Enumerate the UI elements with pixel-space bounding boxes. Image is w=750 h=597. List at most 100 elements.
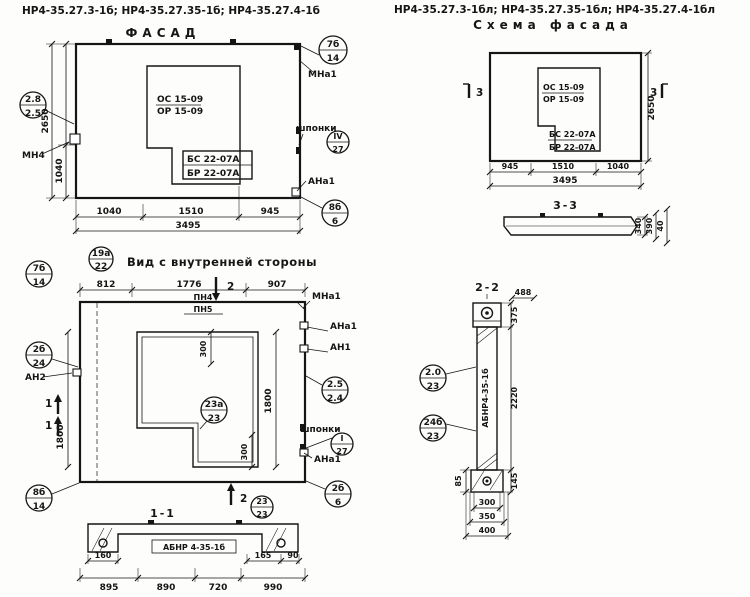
callout-pos: I (341, 434, 344, 443)
dim-label: 340 (634, 217, 643, 234)
callout-sheet: 14 (327, 54, 340, 64)
keys-label: шпонки (296, 124, 337, 134)
section-marker-label: 2 (227, 281, 234, 293)
part-label: БР 22-07А (549, 143, 596, 152)
callout-sheet: 22 (95, 262, 108, 272)
dim-label: 2650 (647, 95, 657, 120)
section-title: 1-1 (150, 507, 176, 520)
dim-label: 145 (510, 472, 519, 489)
callout-pos: 7б (327, 39, 340, 50)
section-2-2: 2-2 АБНР4-35-1б 488 375 2220 145 85 2.0 (419, 281, 538, 540)
section-marker-label: 3 (650, 87, 657, 99)
dim-label: 1510 (178, 207, 203, 217)
dim-label: 300 (240, 443, 249, 460)
loop-mark (598, 213, 603, 217)
callout-sheet: 2.5 (25, 109, 41, 119)
anchor-label: МНа1 (308, 70, 337, 80)
callout-pos: 2.5 (327, 380, 343, 390)
callout-sheet: 27 (332, 145, 343, 154)
section-marker-label: 2 (240, 493, 247, 505)
part-label: БС 22-07А (187, 155, 239, 165)
callout-pos: 23а (205, 400, 224, 410)
section-arrow (212, 293, 220, 301)
anchor-label: АН2 (25, 373, 46, 383)
anchor-label: МН4 (22, 151, 45, 161)
dim-label: 165 (255, 551, 272, 560)
inner-view-title: Вид с внутренней стороны (127, 255, 317, 269)
inner-view: 19а 22 Вид с внутренней стороны 7б 14 81… (25, 246, 357, 519)
dim-label: 1800 (264, 388, 274, 413)
dim-label: 890 (157, 583, 176, 593)
section-1-1: 1-1 АБНР 4-35-1б 160 165 90 895 890 720 … (76, 507, 309, 593)
inner-panel-outline (78, 300, 307, 484)
dim-label: 90 (287, 551, 299, 560)
lifting-loop-mark (230, 39, 236, 44)
anchor-label: АНа1 (314, 455, 341, 465)
element-head (472, 302, 502, 328)
callout-pos: 2.0 (425, 368, 441, 378)
callout-pos: 2б (33, 344, 46, 355)
section-marker-label: 1 (45, 420, 52, 432)
bar-mark (276, 538, 286, 548)
key-mark (300, 444, 304, 451)
callout-sheet: 14 (33, 278, 46, 288)
callout-sheet: 23 (256, 510, 267, 519)
part-label-box (151, 539, 237, 554)
key-mark (296, 147, 300, 154)
section-marker-label: 1 (45, 398, 52, 410)
bar-label: ПН5 (194, 305, 213, 314)
scheme-window-opening (537, 67, 601, 152)
loop-mark (540, 213, 545, 217)
anchor-mark (69, 133, 81, 145)
facade-title: ФАСАД (126, 26, 201, 40)
dim-label: 375 (510, 306, 519, 323)
section-3-3: 3-3 340 390 40 (503, 199, 671, 247)
callout-pos: 7б (33, 263, 46, 274)
dim-label: 2650 (41, 108, 51, 133)
callout-pos: 2б (332, 483, 345, 494)
corner-anchor-mark (294, 44, 300, 50)
anchor-mark (299, 344, 309, 353)
callout-sheet: 23 (208, 414, 221, 424)
part-label: АБНР4-35-1б (480, 368, 490, 428)
section-title: 2-2 (475, 281, 501, 294)
dim-label: 488 (515, 288, 532, 297)
bar-mark-center (485, 479, 489, 483)
callout-pos: 2.8 (25, 95, 41, 105)
callout-sheet: 23 (427, 382, 440, 392)
callout-pos: 24б (424, 417, 443, 428)
dim-label: 1800 (56, 424, 66, 449)
dim-label: 1040 (607, 162, 630, 171)
dim-label: 40 (656, 220, 665, 232)
section-marker-label: 3 (476, 87, 483, 99)
callout-sheet: 2.4 (327, 394, 343, 404)
callout-pos: 19а (92, 249, 111, 259)
anchor-label: АНа1 (330, 322, 357, 332)
dim-label: 1040 (96, 207, 121, 217)
dim-label: 1040 (55, 158, 65, 183)
section-profile (87, 523, 299, 553)
callout-pos: 8б (33, 487, 46, 498)
opening-mark-label: ОР 15-09 (157, 107, 203, 117)
part-label: БР 22-07А (187, 169, 239, 179)
key-mark (300, 424, 304, 431)
window-opening (146, 65, 241, 185)
anchor-label: АНа1 (308, 177, 335, 187)
section-arrow (227, 483, 235, 491)
dim-label: 2220 (510, 386, 519, 409)
dim-label: 720 (209, 583, 228, 593)
bar-mark (98, 538, 108, 548)
dim-label: 990 (264, 583, 283, 593)
bar-mark (482, 476, 492, 486)
keys-label: шпонки (300, 425, 341, 435)
opening-mark-label: ОС 15-09 (157, 95, 203, 105)
drawing-codes-right: НР4-35.27.3-1бл; НР4-35.27.35-1бл; НР4-3… (394, 4, 715, 16)
loop-hole-center (485, 311, 489, 315)
callout-sheet: 24 (33, 359, 46, 369)
section-title: 3-3 (553, 199, 579, 212)
dim-label: 1776 (176, 280, 201, 290)
anchor-label: МНа1 (312, 292, 341, 302)
dim-label: 945 (502, 162, 519, 171)
